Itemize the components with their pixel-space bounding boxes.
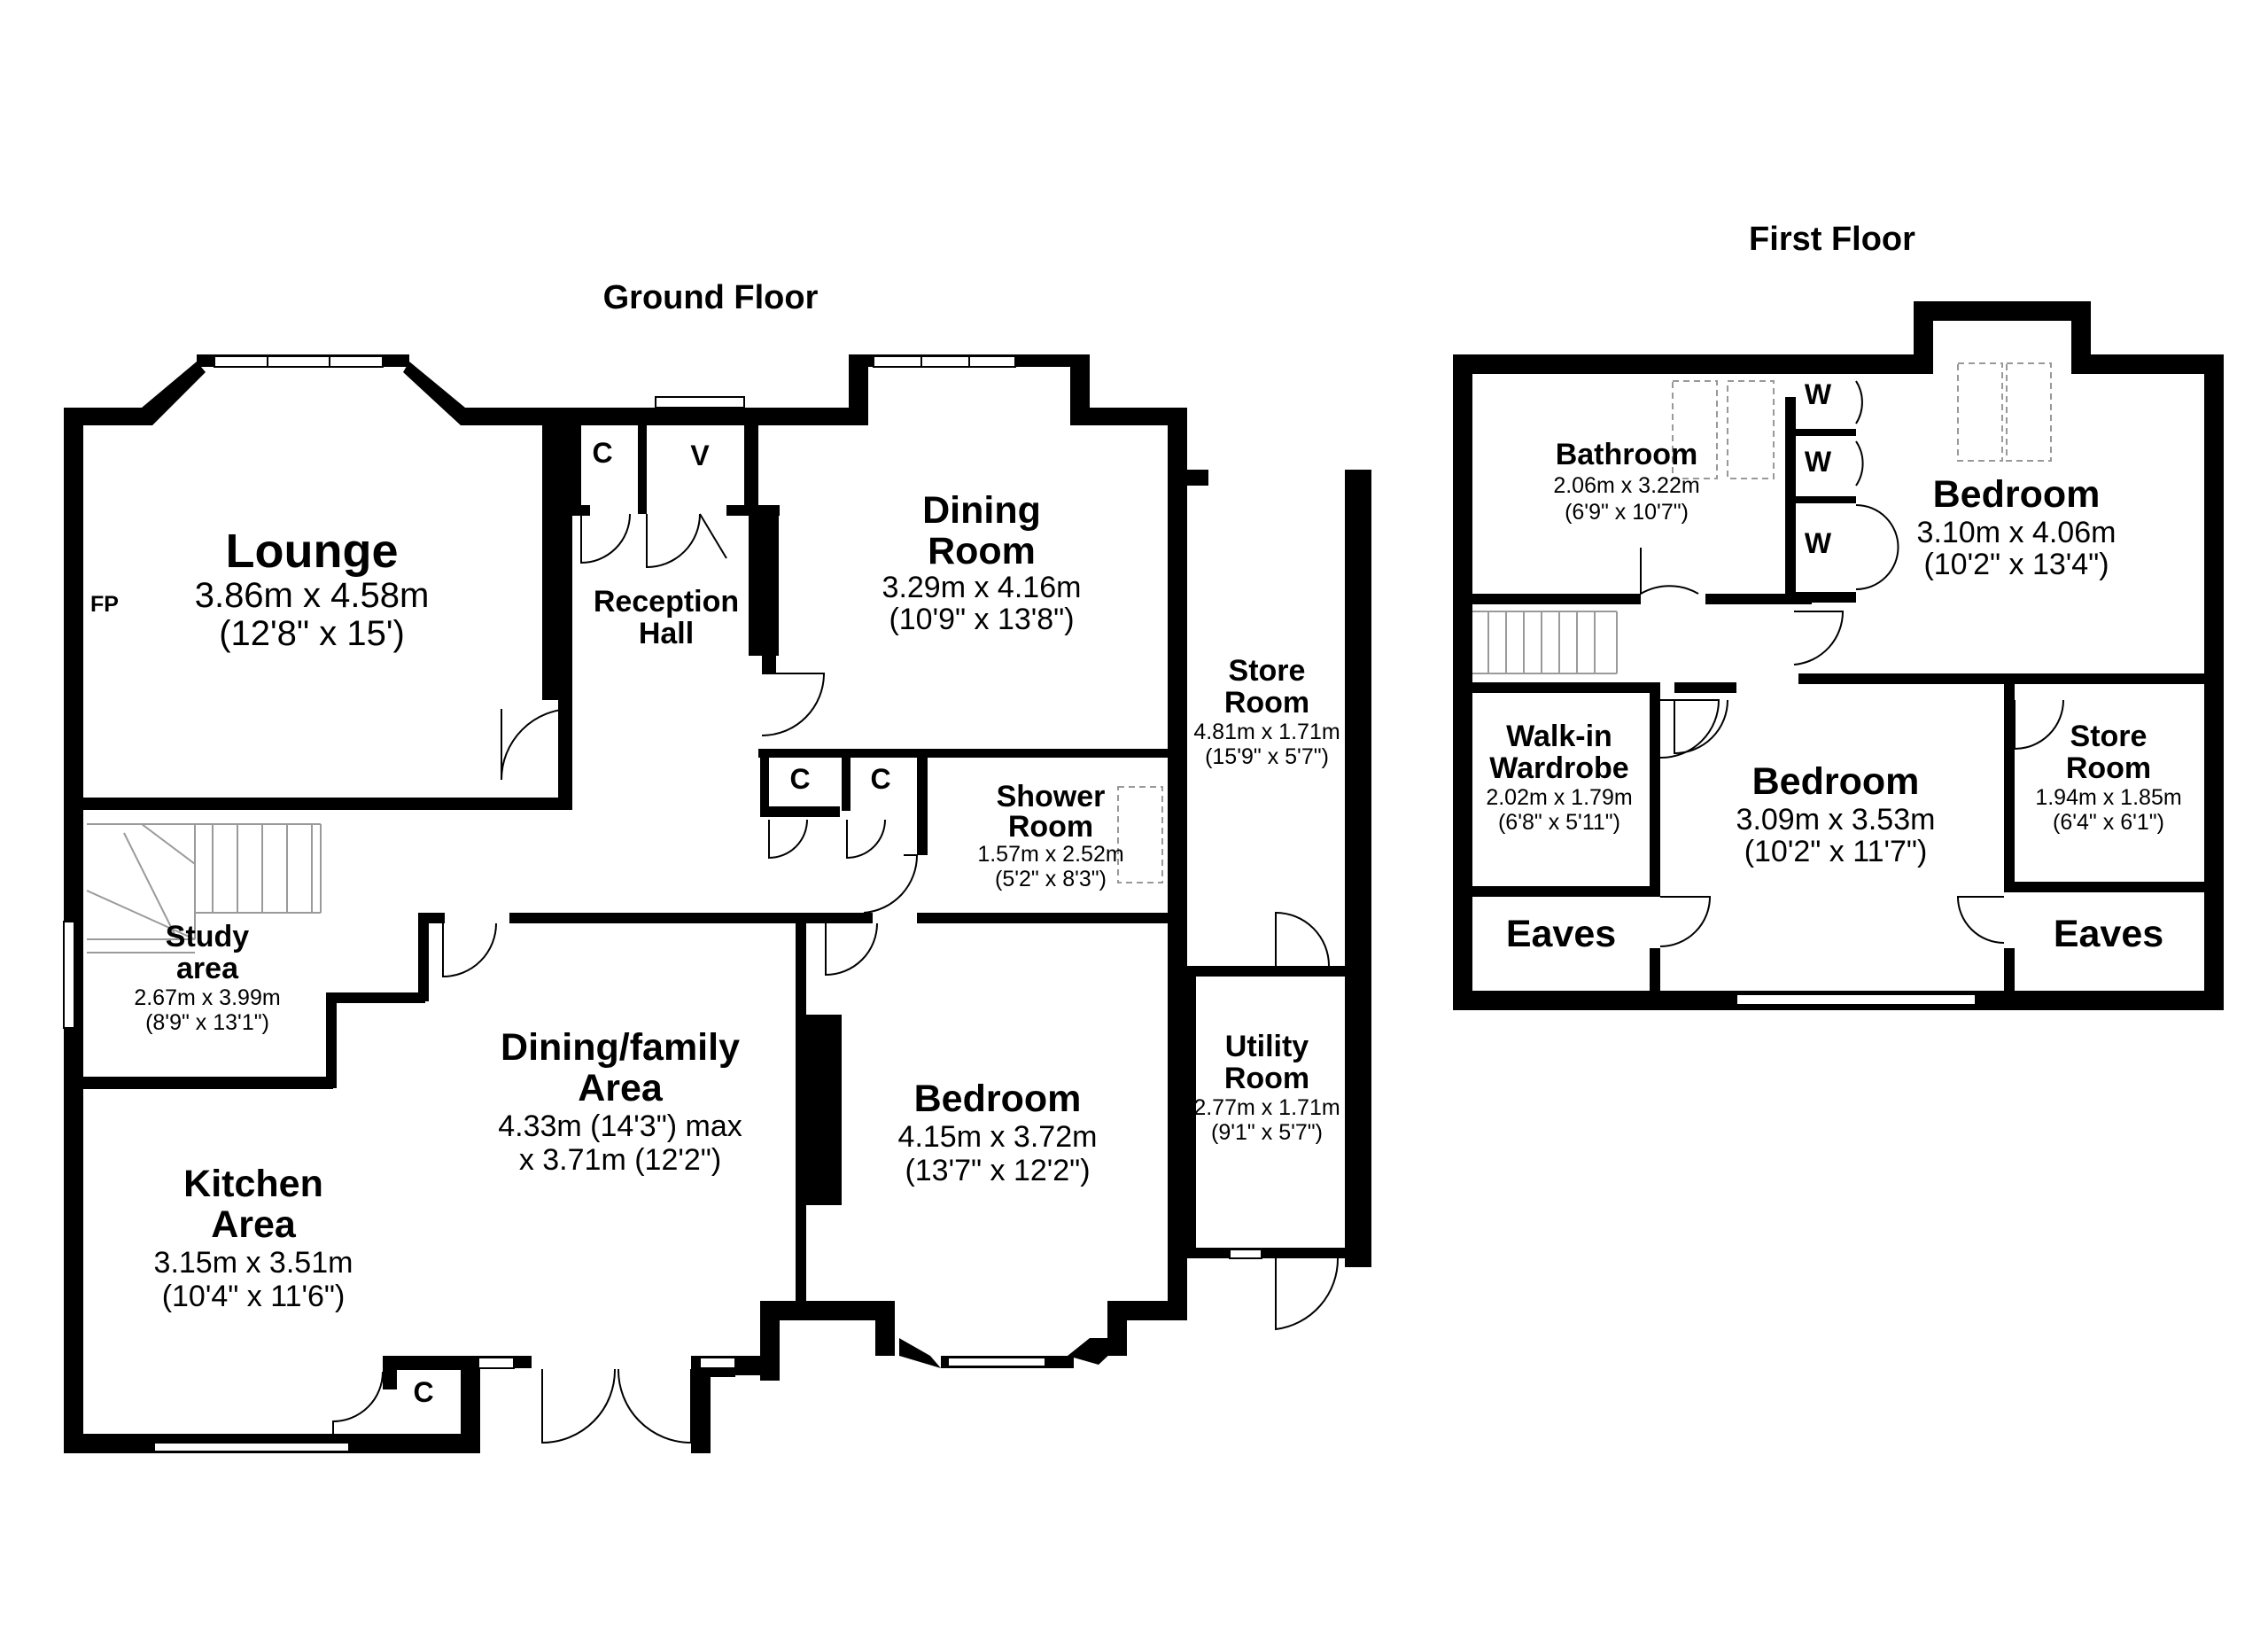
room-name-line1: Dining/family <box>501 1026 740 1069</box>
room-name-line1: Utility <box>1225 1030 1309 1063</box>
room-dims-imperial: (10'9" x 13'8") <box>889 603 1074 636</box>
room-dims-imperial: (10'2" x 11'7") <box>1744 835 1928 868</box>
room-dims-line2: x 3.71m (12'2") <box>519 1143 721 1177</box>
room-name: Bedroom <box>1752 760 1920 803</box>
room-name-line2: Room <box>2066 751 2151 785</box>
room-dims-line1: 4.33m (14'3") max <box>498 1109 742 1143</box>
room-name-line2: area <box>176 952 239 985</box>
room-dims-imperial: (10'2" x 13'4") <box>1923 548 2109 581</box>
room-name-line1: Store <box>1229 654 1306 688</box>
room-dims-imperial: (5'2" x 8'3") <box>995 867 1107 891</box>
room-bedroom-ground: Bedroom 4.15m x 3.72m (13'7" x 12'2") <box>898 1078 1098 1187</box>
ground-floor-stairs <box>86 823 322 953</box>
room-dims-imperial: (13'7" x 12'2") <box>905 1154 1090 1187</box>
room-name: Bathroom <box>1556 438 1698 471</box>
room-dims-imperial: (6'8" x 5'11") <box>1498 810 1620 835</box>
cupboard-label: C <box>592 437 612 469</box>
room-dims: 2.02m x 1.79m <box>1486 785 1632 810</box>
room-shower-room: Shower Room 1.57m x 2.52m (5'2" x 8'3") <box>977 780 1123 891</box>
room-dims-imperial: (8'9" x 13'1") <box>145 1010 269 1035</box>
room-bedroom-first-2: Bedroom 3.09m x 3.53m (10'2" x 11'7") <box>1736 760 1936 868</box>
room-name-line1: Kitchen <box>183 1163 323 1205</box>
room-dining-room: Dining Room 3.29m x 4.16m (10'9" x 13'8"… <box>882 489 1082 636</box>
room-dims-imperial: (15'9" x 5'7") <box>1205 744 1329 769</box>
room-dims-imperial: (9'1" x 5'7") <box>1211 1120 1323 1145</box>
room-name-line2: Room <box>928 530 1036 572</box>
room-name: Bedroom <box>1933 473 2101 516</box>
first-floor-doors <box>1640 380 2064 947</box>
shower-tray-outline <box>1117 786 1163 883</box>
room-name-line1: Store <box>2070 720 2148 753</box>
cupboard-label: C <box>789 763 810 795</box>
ground-floor-title: Ground Floor <box>603 279 819 316</box>
room-name-line1: Study <box>166 920 250 953</box>
room-name-line2: Room <box>1224 1062 1309 1095</box>
room-name-line2: Wardrobe <box>1489 751 1628 785</box>
first-floor-windows <box>1672 362 2052 1006</box>
cupboard-label: C <box>870 763 890 795</box>
room-dims: 1.94m x 1.85m <box>2035 785 2181 810</box>
room-name-line2: Area <box>578 1067 664 1109</box>
room-store-room-ground: Store Room 4.81m x 1.71m (15'9" x 5'7") <box>1193 654 1340 769</box>
room-study-area: Study area 2.67m x 3.99m (8'9" x 13'1") <box>134 920 280 1035</box>
first-floor-title: First Floor <box>1749 221 1915 258</box>
room-dims: 4.15m x 3.72m <box>898 1120 1098 1154</box>
room-dims: 3.86m x 4.58m <box>195 576 430 615</box>
room-name-line1: Walk-in <box>1506 720 1612 753</box>
room-bathroom: Bathroom 2.06m x 3.22m (6'9" x 10'7") <box>1553 438 1699 525</box>
room-dims-imperial: (12'8" x 15') <box>219 614 405 653</box>
fireplace-label: FP <box>90 592 119 617</box>
vestibule-label: V <box>690 440 710 471</box>
room-name-line1: Reception <box>594 585 739 619</box>
room-kitchen-area: Kitchen Area 3.15m x 3.51m (10'4" x 11'6… <box>154 1163 353 1313</box>
ground-floor-windows <box>63 355 1262 1452</box>
room-name: Bedroom <box>914 1078 1082 1120</box>
room-dims: 3.15m x 3.51m <box>154 1246 353 1280</box>
room-utility-room: Utility Room 2.77m x 1.71m (9'1" x 5'7") <box>1193 1030 1340 1145</box>
first-floor-stairs <box>1472 611 1618 674</box>
room-name-line2: Area <box>211 1203 297 1246</box>
cupboard-label: C <box>413 1376 433 1408</box>
room-dims: 2.67m x 3.99m <box>134 985 280 1010</box>
room-dims: 2.77m x 1.71m <box>1193 1095 1340 1120</box>
room-reception-hall: Reception Hall <box>594 585 739 650</box>
ground-floor-walls <box>64 354 1371 1453</box>
room-name-line1: Dining <box>922 489 1041 532</box>
room-lounge: Lounge 3.86m x 4.58m (12'8" x 15') FP <box>90 525 429 653</box>
room-dims: 3.10m x 4.06m <box>1917 516 2117 549</box>
room-dims: 3.09m x 3.53m <box>1736 803 1936 837</box>
room-dims: 4.81m x 1.71m <box>1193 720 1340 744</box>
room-bedroom-first-1: Bedroom 3.10m x 4.06m (10'2" x 13'4") <box>1917 473 2117 581</box>
room-dims-imperial: (10'4" x 11'6") <box>162 1280 346 1313</box>
room-eaves-right: Eaves <box>2054 913 2163 955</box>
room-name: Lounge <box>226 525 399 578</box>
room-dims-imperial: (6'4" x 6'1") <box>2053 810 2164 835</box>
ground-floor-doors <box>332 513 1340 1444</box>
wardrobe-label: W <box>1805 378 1832 410</box>
room-name-line2: Hall <box>639 617 694 650</box>
room-dims-imperial: (6'9" x 10'7") <box>1565 500 1689 525</box>
first-floor-walls <box>1453 301 2224 1010</box>
wardrobe-label: W <box>1805 446 1832 478</box>
room-store-room-first: Store Room 1.94m x 1.85m (6'4" x 6'1") <box>2035 720 2181 835</box>
room-walk-in-wardrobe: Walk-in Wardrobe 2.02m x 1.79m (6'8" x 5… <box>1486 720 1632 835</box>
room-name-line2: Room <box>1008 810 1093 844</box>
wardrobe-label: W <box>1805 527 1832 559</box>
room-dining-family-area: Dining/family Area 4.33m (14'3") max x 3… <box>498 1026 742 1177</box>
room-dims: 1.57m x 2.52m <box>977 842 1123 867</box>
room-dims: 3.29m x 4.16m <box>882 571 1082 604</box>
room-dims: 2.06m x 3.22m <box>1553 473 1699 498</box>
room-name-line1: Shower <box>997 780 1106 813</box>
room-name-line2: Room <box>1224 686 1309 720</box>
room-eaves-left: Eaves <box>1506 913 1616 955</box>
